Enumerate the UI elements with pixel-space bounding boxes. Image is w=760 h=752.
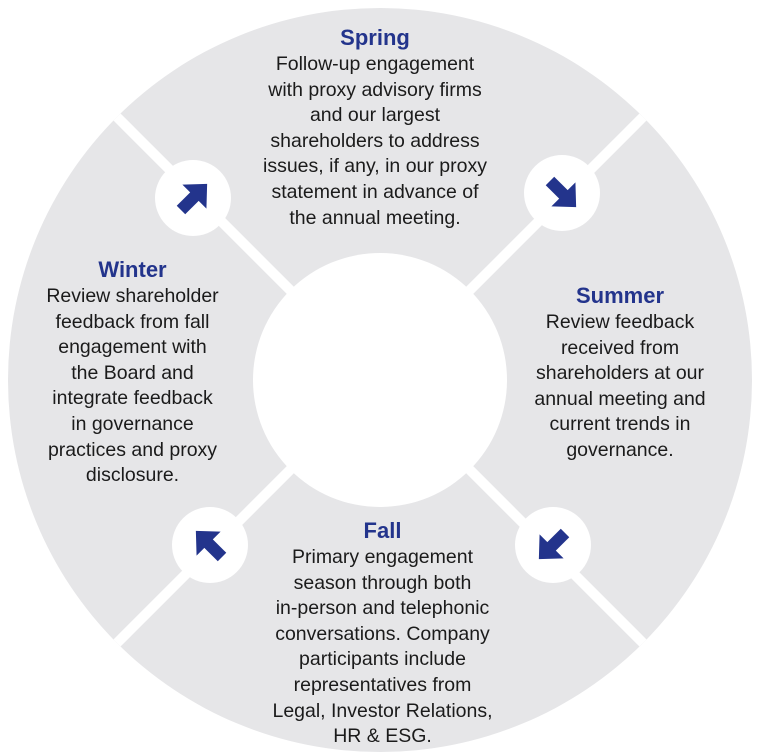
- arrow-down-left-icon: [515, 507, 591, 583]
- season-fall: Fall Primary engagement season through b…: [240, 518, 525, 750]
- season-winter: Winter Review shareholder feedback from …: [25, 257, 240, 489]
- season-summer: Summer Review feedback received from sha…: [505, 283, 735, 464]
- season-title: Summer: [575, 283, 665, 308]
- season-description: Follow-up engagement with proxy advisory…: [263, 53, 487, 229]
- arrow-up-right-icon: [155, 160, 231, 236]
- arrow-down-right-icon: [524, 155, 600, 231]
- arrow-up-left-icon: [172, 507, 248, 583]
- season-description: Review feedback received from shareholde…: [534, 311, 706, 461]
- center-circle: [253, 253, 507, 507]
- season-description: Primary engagement season through both i…: [272, 546, 493, 748]
- season-title: Fall: [363, 518, 402, 543]
- season-title: Spring: [340, 25, 410, 50]
- season-description: Review shareholder feedback from fall en…: [46, 285, 219, 487]
- season-spring: Spring Follow-up engagement with proxy a…: [230, 25, 520, 231]
- season-title: Winter: [98, 257, 167, 282]
